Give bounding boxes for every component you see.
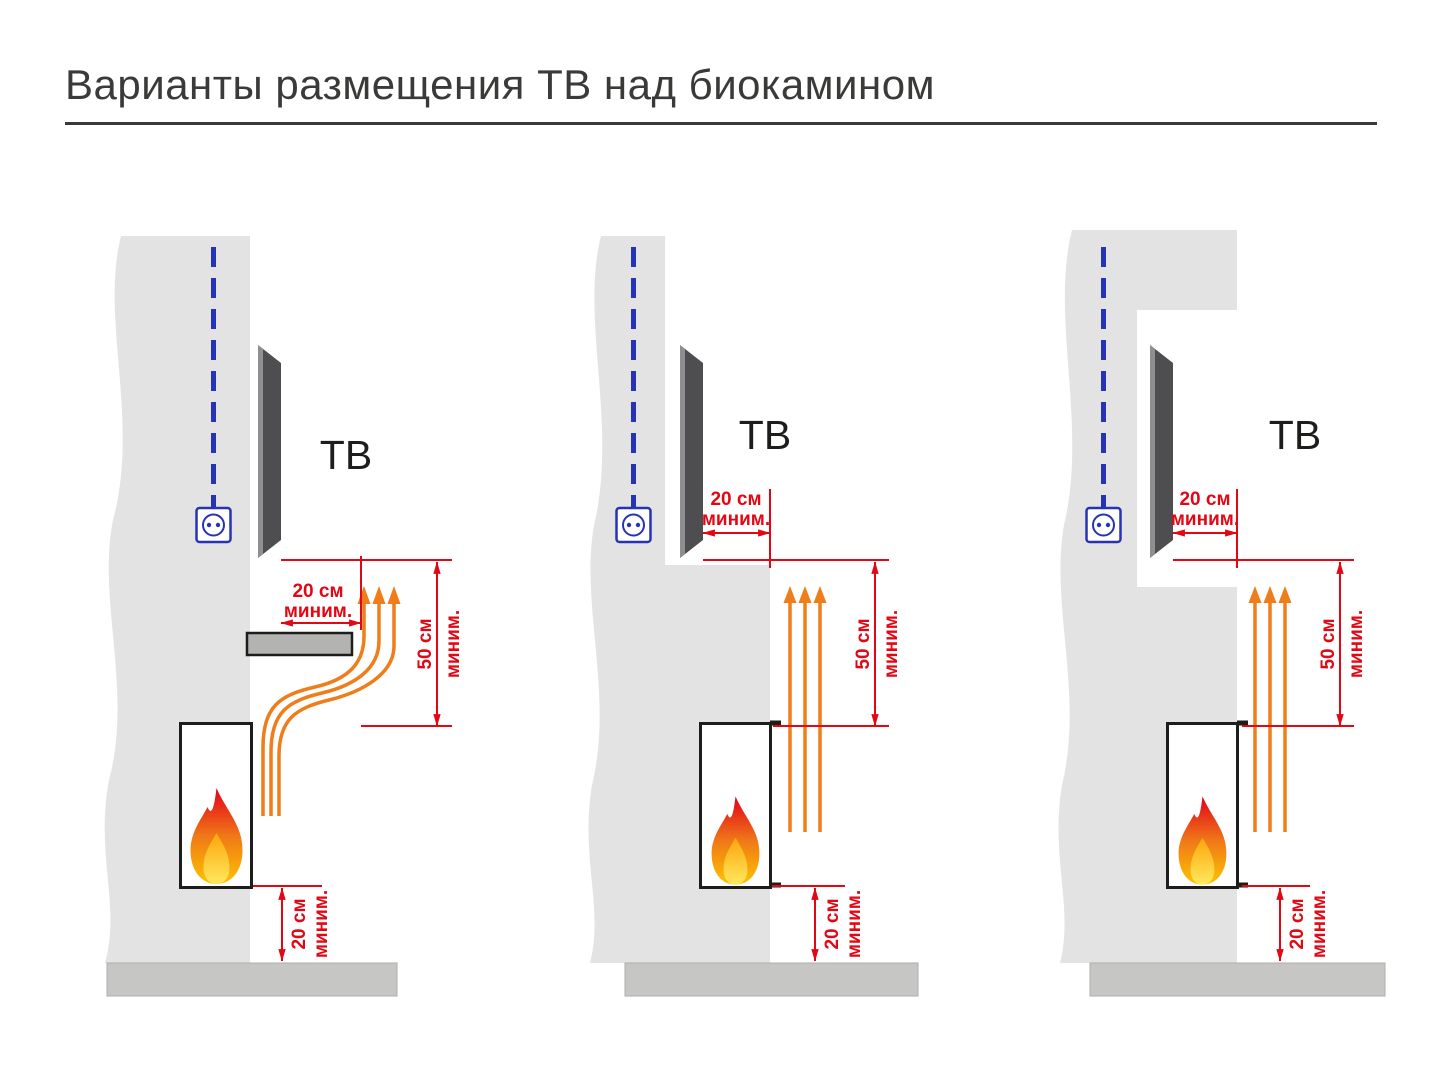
vertical-clearance-qualifier: миним. bbox=[443, 610, 464, 678]
variant-3-niche-diagram: ТВ 20 см миним. 50 см миним. bbox=[1058, 230, 1386, 997]
tv-label: ТВ bbox=[320, 432, 372, 478]
heat-arrowhead bbox=[1248, 586, 1262, 603]
tv-side-view bbox=[680, 345, 703, 558]
floor-clearance-dimension: 20 см миним. bbox=[1242, 885, 1330, 962]
side-clearance-dimension: 20 см миним. bbox=[280, 556, 452, 630]
heat-arrows bbox=[783, 586, 827, 832]
vertical-clearance-dimension: 50 см миним. bbox=[1173, 559, 1367, 727]
floor bbox=[624, 962, 919, 997]
side-clearance-value: 20 см bbox=[292, 581, 343, 602]
vertical-clearance-value: 50 см bbox=[415, 618, 436, 669]
fireplace bbox=[1166, 720, 1248, 889]
floor-clearance-value: 20 см bbox=[289, 898, 310, 949]
floor-clearance-dimension: 20 см миним. bbox=[253, 885, 332, 962]
vertical-clearance-value: 50 см bbox=[853, 618, 874, 669]
side-clearance-qualifier: миним. bbox=[1171, 509, 1239, 530]
heat-arrows bbox=[1248, 586, 1292, 832]
vertical-clearance-dimension: 50 см миним. bbox=[361, 561, 464, 727]
fireplace bbox=[699, 720, 781, 889]
tv-label: ТВ bbox=[1269, 412, 1321, 458]
side-clearance-value: 20 см bbox=[710, 489, 761, 510]
floor-clearance-dimension: 20 см миним. bbox=[772, 885, 865, 962]
side-clearance-qualifier: миним. bbox=[702, 509, 770, 530]
heat-arrowhead bbox=[813, 586, 827, 603]
floor bbox=[1089, 962, 1386, 997]
heat-arrowhead bbox=[357, 586, 371, 604]
title-underline bbox=[65, 122, 1377, 126]
power-outlet-icon bbox=[195, 506, 232, 544]
tv-side-view bbox=[258, 345, 281, 558]
power-outlet-icon bbox=[615, 506, 652, 544]
tv-label: ТВ bbox=[739, 412, 791, 458]
heat-arrow bbox=[269, 604, 381, 816]
page-title: Варианты размещения ТВ над биокамином bbox=[65, 61, 935, 108]
fireplace bbox=[179, 722, 253, 889]
header: Варианты размещения ТВ над биокамином bbox=[65, 61, 1377, 126]
floor-clearance-qualifier: миним. bbox=[844, 890, 865, 958]
heat-arrowhead bbox=[1263, 586, 1277, 603]
side-clearance-dimension: 20 см миним. bbox=[702, 489, 771, 568]
vertical-clearance-value: 50 см bbox=[1318, 618, 1339, 669]
heat-arrowhead bbox=[372, 586, 386, 604]
heat-arrowhead bbox=[387, 586, 401, 604]
floor-clearance-qualifier: миним. bbox=[1309, 890, 1330, 958]
heat-arrowhead bbox=[783, 586, 797, 603]
floor-clearance-value: 20 см bbox=[822, 898, 843, 949]
variant-1-shelf-diagram: ТВ 20 см миним. 50 см миним. bbox=[104, 236, 464, 997]
mantel-shelf bbox=[245, 631, 354, 657]
tv-side-view bbox=[1150, 345, 1173, 558]
heat-arrow bbox=[261, 604, 366, 816]
side-clearance-value: 20 см bbox=[1179, 489, 1230, 510]
vertical-clearance-qualifier: миним. bbox=[881, 610, 902, 678]
side-clearance-qualifier: миним. bbox=[284, 601, 352, 622]
heat-arrowhead bbox=[798, 586, 812, 603]
vertical-clearance-dimension: 50 см миним. bbox=[703, 559, 902, 727]
heat-arrow bbox=[277, 604, 396, 816]
variant-2-step-diagram: ТВ 20 см миним. 50 см миним. bbox=[588, 236, 919, 997]
vertical-clearance-qualifier: миним. bbox=[1346, 610, 1367, 678]
power-outlet-icon bbox=[1085, 506, 1122, 544]
side-clearance-dimension: 20 см миним. bbox=[1171, 489, 1239, 568]
heat-arrowhead bbox=[1278, 586, 1292, 603]
floor bbox=[106, 962, 398, 997]
floor-clearance-value: 20 см bbox=[1287, 898, 1308, 949]
floor-clearance-qualifier: миним. bbox=[311, 890, 332, 958]
